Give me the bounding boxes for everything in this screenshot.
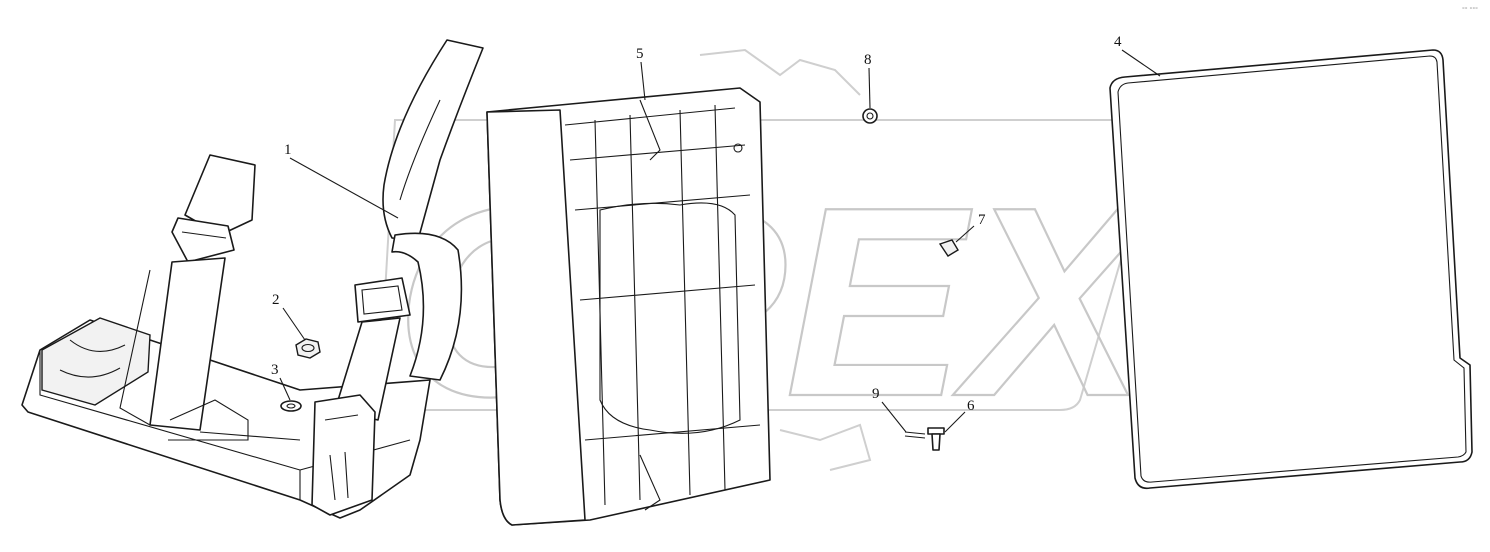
callout-8: 8 xyxy=(864,52,872,68)
callout-3: 3 xyxy=(271,362,279,378)
callout-7: 7 xyxy=(978,212,986,228)
leader-5 xyxy=(640,61,646,101)
callout-labels: 1 2 3 4 5 6 7 8 9 xyxy=(271,34,1122,414)
leader-9 xyxy=(881,401,907,433)
part-1-battery-holder xyxy=(21,39,484,519)
part-9-pin xyxy=(904,431,926,439)
callout-6: 6 xyxy=(967,398,975,414)
corner-mark: °° °°° xyxy=(1462,6,1478,14)
callout-2: 2 xyxy=(272,292,280,308)
part-6-bolt xyxy=(927,427,945,451)
leader-8 xyxy=(868,67,871,109)
callout-5: 5 xyxy=(636,46,644,62)
callout-1: 1 xyxy=(284,142,292,158)
part-5-battery-frame xyxy=(486,87,771,526)
leader-1 xyxy=(289,157,399,219)
leader-7 xyxy=(955,225,975,243)
callout-9: 9 xyxy=(872,386,880,402)
part-7-clip xyxy=(938,239,959,257)
leader-lines xyxy=(279,49,1161,433)
leader-3 xyxy=(279,377,291,401)
callout-4: 4 xyxy=(1114,34,1122,50)
part-3-washer xyxy=(280,400,302,412)
part-2-nut xyxy=(295,338,321,359)
leader-6 xyxy=(944,411,966,433)
leader-2 xyxy=(282,307,306,341)
part-8-washer xyxy=(862,108,878,124)
part-4-cover-panel xyxy=(1109,49,1473,490)
leader-4 xyxy=(1121,49,1161,77)
